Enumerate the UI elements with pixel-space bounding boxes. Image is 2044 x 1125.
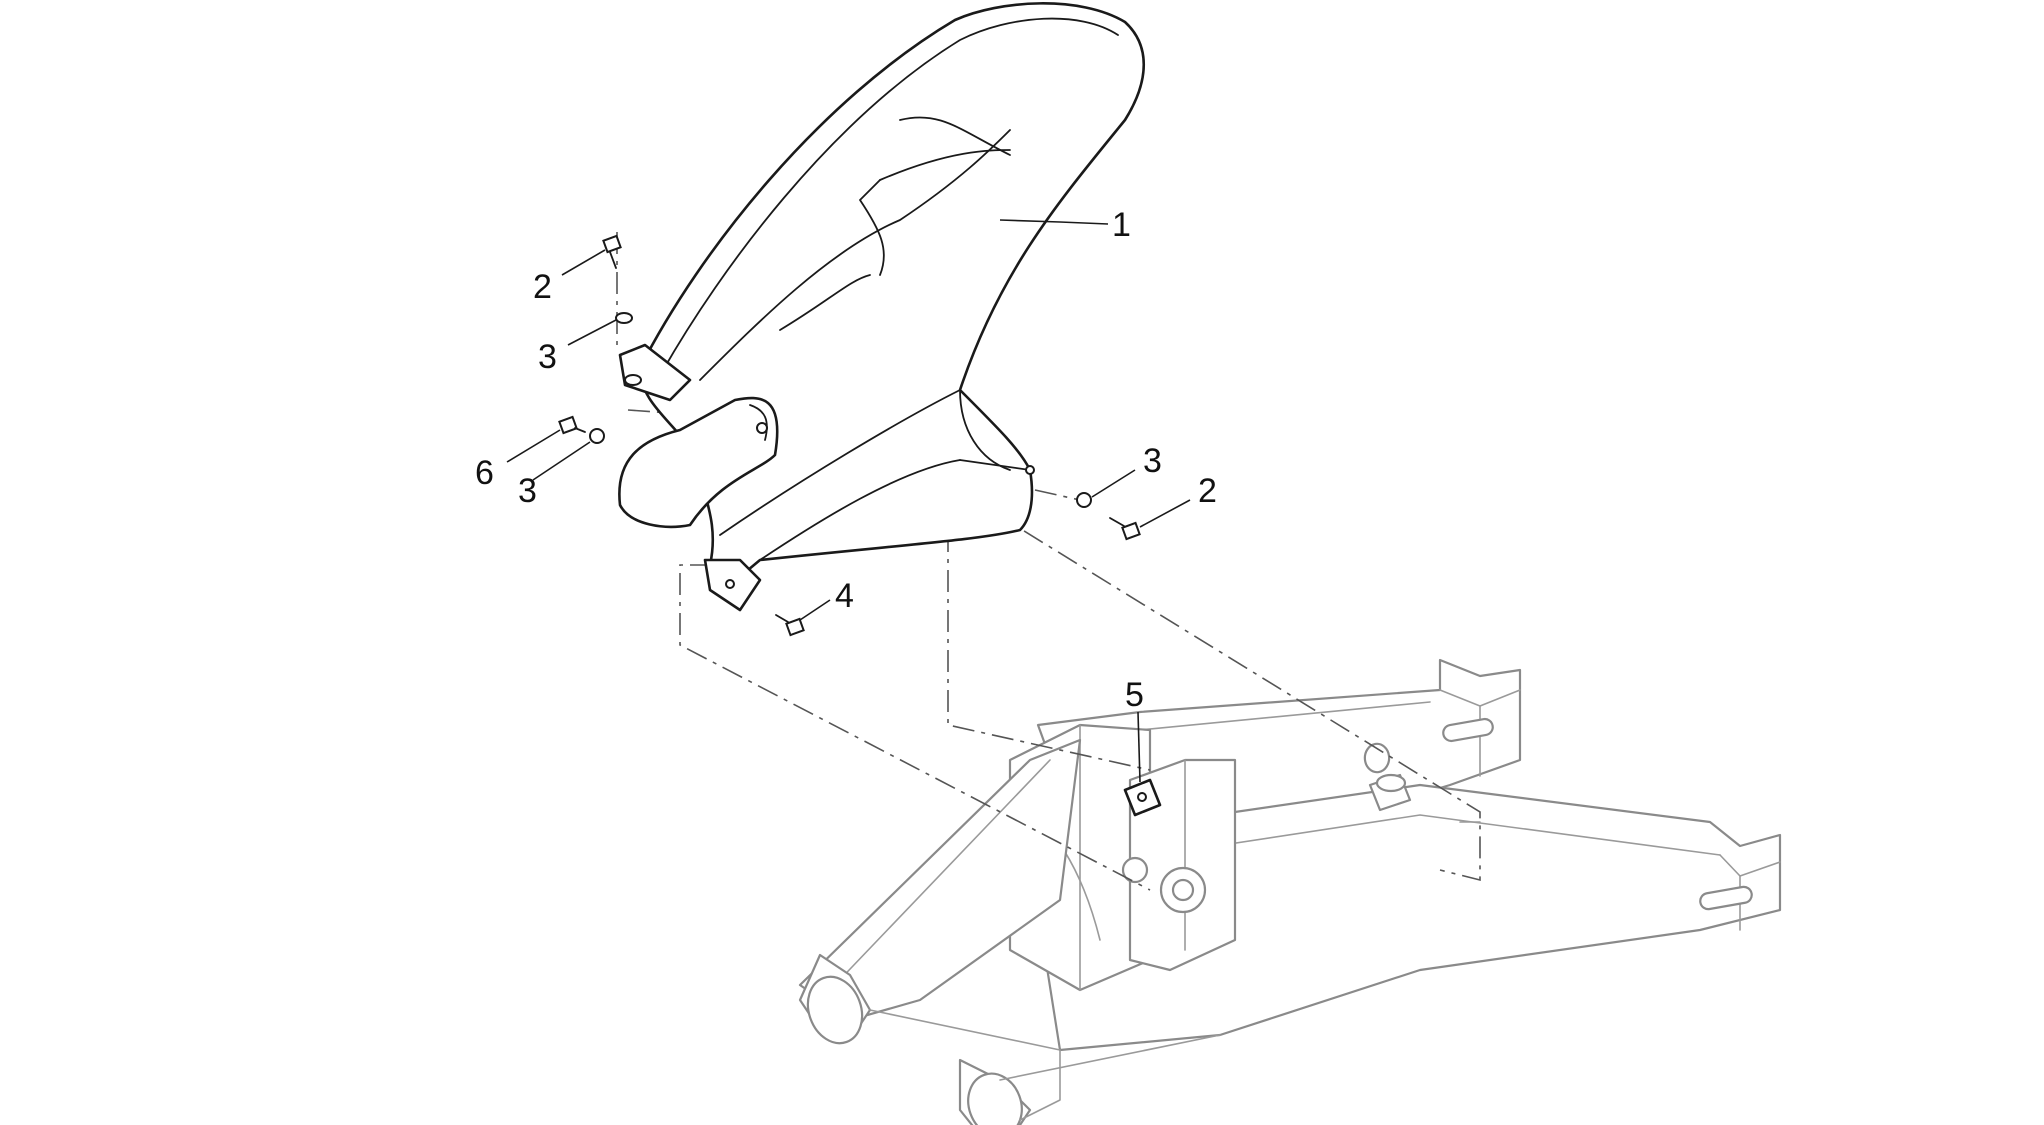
washer-right [1076, 492, 1092, 508]
callout-3-right: 3 [1143, 442, 1162, 480]
hardware [558, 234, 1162, 817]
washer-left [589, 428, 605, 444]
callout-4: 4 [835, 577, 854, 615]
screw-top [602, 234, 622, 269]
callout-5: 5 [1125, 676, 1144, 714]
callout-6: 6 [475, 454, 494, 492]
callout-1: 1 [1112, 206, 1131, 244]
callouts: 1 2 3 6 3 3 2 4 5 [475, 206, 1217, 783]
swingarm [798, 658, 1782, 1125]
screw-right [1109, 517, 1141, 541]
rear-fender [618, 2, 1145, 612]
screw-left [558, 415, 586, 435]
callout-2-right: 2 [1198, 472, 1217, 510]
screw-lower [775, 614, 805, 637]
callout-3-top: 3 [538, 338, 557, 376]
callout-2-top: 2 [533, 268, 552, 306]
clip-nut [1123, 778, 1162, 817]
callout-3-left: 3 [518, 472, 537, 510]
washer-top [615, 312, 633, 324]
